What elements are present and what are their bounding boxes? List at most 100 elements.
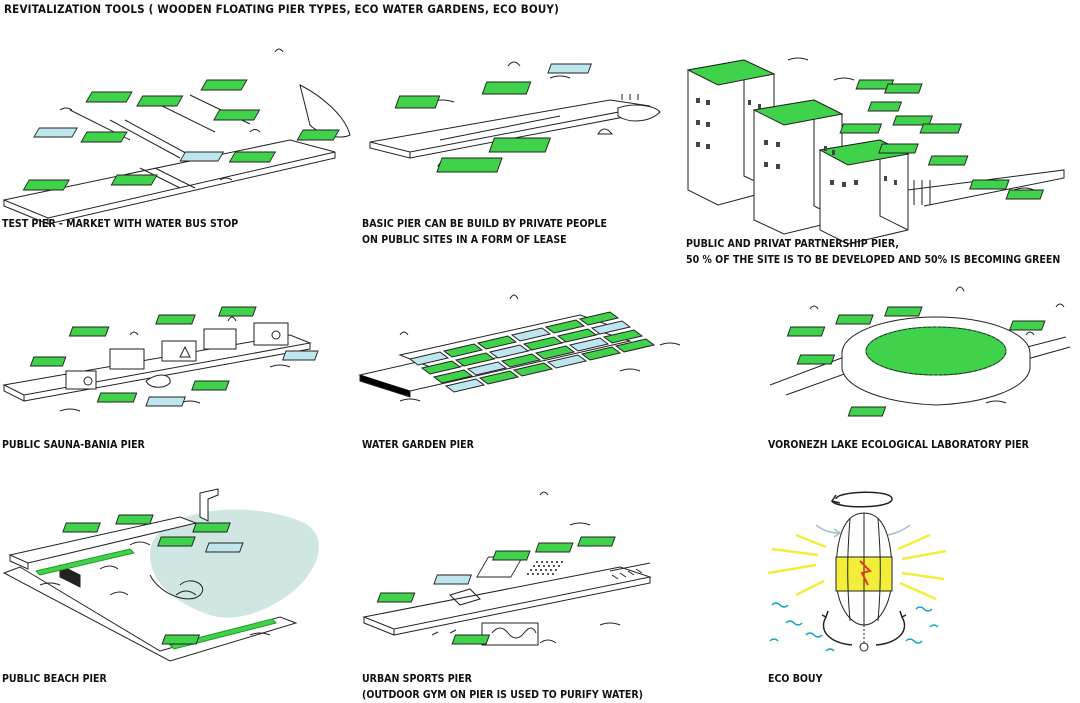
gym-mesh-dot	[537, 573, 539, 575]
water-garden-cell	[420, 360, 462, 375]
caption-line: ECO BOUY	[768, 673, 823, 685]
gym-mesh-dot	[536, 561, 538, 563]
water-garden-cell	[568, 337, 610, 352]
sauna-pier-drawing	[2, 306, 319, 412]
lab-pier-panel: VORONEZH LAKE ECOLOGICAL LABORATORY PIER	[766, 285, 1080, 455]
grass-beds	[29, 306, 319, 407]
caption-line: ON PUBLIC SITES IN A FORM OF LEASE	[362, 234, 567, 246]
rotation-arrow-top	[830, 491, 893, 508]
gym-mesh-dot	[527, 573, 529, 575]
basic-pier-drawing	[369, 61, 661, 173]
gym-mesh-dot	[546, 561, 548, 563]
ppp-pier-caption: PUBLIC AND PRIVAT PARTNERSHIP PIER, 50 %…	[686, 236, 1060, 268]
ppp-pier-drawing	[686, 57, 1065, 245]
eco-bouy-caption: ECO BOUY	[768, 671, 822, 687]
sports-pier-drawing	[362, 491, 652, 646]
water-garden-cell	[466, 361, 508, 376]
water-garden-pier-caption: WATER GARDEN PIER	[362, 437, 474, 453]
gym-mesh-dot	[541, 561, 543, 563]
gym-mesh-dot	[543, 565, 545, 567]
test-pier-caption: TEST PIER - MARKET WITH WATER BUS STOP	[2, 216, 238, 232]
sauna-pier-caption: PUBLIC SAUNA-BANIA PIER	[2, 437, 145, 453]
water-garden-cell	[432, 369, 474, 384]
water-garden-cell	[488, 344, 530, 359]
grass-beds	[62, 514, 244, 645]
lab-pier-drawing	[769, 286, 1071, 417]
water-garden-cell	[578, 311, 620, 326]
bouy-body	[835, 512, 893, 652]
water-garden-cell	[534, 345, 576, 360]
water-garden-cell	[442, 343, 484, 358]
gym-mesh-dot	[553, 565, 555, 567]
caption-line: URBAN SPORTS PIER	[362, 673, 472, 685]
beach-pier-caption: PUBLIC BEACH PIER	[2, 671, 107, 687]
water-garden-cell	[546, 354, 588, 369]
gym-mesh-dot	[540, 569, 542, 571]
caption-line: PUBLIC BEACH PIER	[2, 673, 107, 685]
lab-pier-caption: VORONEZH LAKE ECOLOGICAL LABORATORY PIER	[768, 437, 1029, 453]
gym-mesh-dot	[556, 561, 558, 563]
rotation-arrow-bottom	[821, 610, 907, 646]
water-garden-pier-panel: WATER GARDEN PIER	[358, 285, 681, 455]
sports-pier-caption: URBAN SPORTS PIER (OUTDOOR GYM ON PIER I…	[362, 671, 643, 703]
grass-beds	[376, 536, 616, 645]
gym-mesh-dot	[538, 565, 540, 567]
water-garden-cell	[510, 327, 552, 342]
ppp-pier-panel: PUBLIC AND PRIVAT PARTNERSHIP PIER, 50 %…	[684, 40, 1080, 270]
gym-mesh-dot	[548, 565, 550, 567]
water-garden-cell	[544, 319, 586, 334]
test-pier-panel: TEST PIER - MARKET WITH WATER BUS STOP	[0, 40, 351, 240]
water-garden-cell	[602, 329, 644, 344]
caption-line: VORONEZH LAKE ECOLOGICAL LABORATORY PIER	[768, 439, 1029, 451]
sports-pier-panel: URBAN SPORTS PIER (OUTDOOR GYM ON PIER I…	[360, 485, 680, 703]
grass-beds	[786, 306, 1046, 417]
gym-mesh-dot	[551, 561, 553, 563]
water-garden-grid	[408, 311, 656, 393]
beach-pier-panel: PUBLIC BEACH PIER	[0, 485, 350, 700]
air-arrows	[815, 524, 911, 538]
caption-line: PUBLIC SAUNA-BANIA PIER	[2, 439, 145, 451]
windows	[696, 98, 897, 187]
water-garden-cell	[614, 338, 656, 353]
water-garden-cell	[444, 378, 486, 393]
caption-line: (OUTDOOR GYM ON PIER IS USED TO PURIFY W…	[362, 689, 643, 701]
test-pier-drawing	[2, 48, 351, 225]
gym-mesh	[527, 561, 563, 575]
gym-mesh-dot	[547, 573, 549, 575]
water-garden-cell	[454, 352, 496, 367]
water-garden-cell	[590, 320, 632, 335]
beach-pier-drawing	[2, 488, 319, 662]
water-waves	[769, 602, 939, 652]
grass-beds	[394, 63, 592, 173]
gym-mesh-dot	[542, 573, 544, 575]
water-garden-drawing	[358, 294, 681, 402]
gym-mesh-dot	[533, 565, 535, 567]
water-garden-cell	[512, 362, 554, 377]
grass-beds	[22, 79, 340, 191]
gym-mesh-dot	[550, 569, 552, 571]
water-garden-cell	[478, 370, 520, 385]
grass-beds	[839, 79, 1045, 200]
eco-bouy-panel: ECO BOUY	[766, 485, 1080, 700]
basic-pier-panel: BASIC PIER CAN BE BUILD BY PRIVATE PEOPL…	[360, 40, 680, 246]
gym-mesh-dot	[530, 569, 532, 571]
caption-line: PUBLIC AND PRIVAT PARTNERSHIP PIER,	[686, 238, 899, 250]
water-garden-cell	[580, 346, 622, 361]
water-garden-cell	[500, 353, 542, 368]
gym-mesh-dot	[532, 573, 534, 575]
caption-line: BASIC PIER CAN BE BUILD BY PRIVATE PEOPL…	[362, 218, 607, 230]
basic-pier-caption: BASIC PIER CAN BE BUILD BY PRIVATE PEOPL…	[362, 216, 607, 248]
sun-rays	[767, 533, 947, 601]
sauna-pier-panel: PUBLIC SAUNA-BANIA PIER	[0, 285, 350, 455]
water-garden-cell	[522, 336, 564, 351]
gym-mesh-dot	[558, 565, 560, 567]
gym-mesh-dot	[552, 573, 554, 575]
page-title: REVITALIZATION TOOLS ( WOODEN FLOATING P…	[4, 2, 560, 16]
water-garden-cell	[408, 351, 450, 366]
eco-bouy-drawing	[767, 491, 947, 652]
water-garden-cell	[476, 335, 518, 350]
caption-line: 50 % OF THE SITE IS TO BE DEVELOPED AND …	[686, 254, 1061, 266]
gym-mesh-dot	[535, 569, 537, 571]
gym-mesh-dot	[545, 569, 547, 571]
water-garden-cell	[556, 328, 598, 343]
